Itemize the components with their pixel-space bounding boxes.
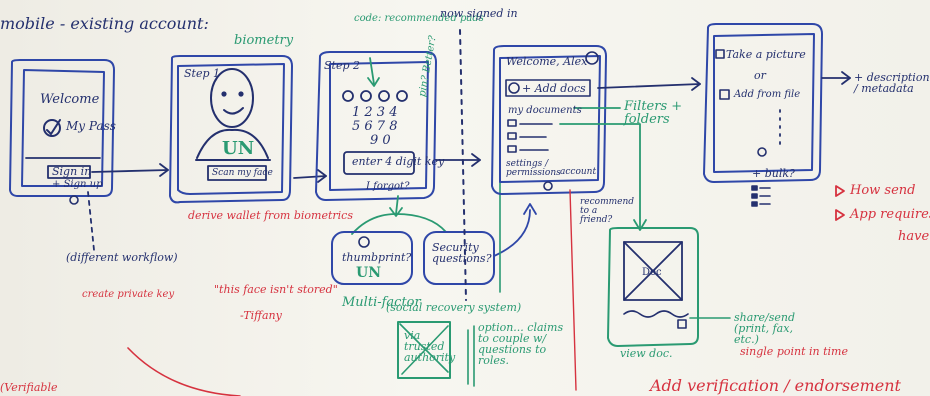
- account-label: account: [560, 167, 597, 177]
- arrow-adddocs-to-picture: [597, 77, 701, 91]
- different-workflow-note: (different workflow): [66, 251, 178, 264]
- arrow-docs-to-viewer: [559, 123, 641, 229]
- social-recovery-label: (social recovery system): [386, 301, 522, 314]
- screen1-signin: Sign in: [52, 165, 92, 178]
- settings-label: settings / permissions: [506, 159, 561, 178]
- add-docs-box: [505, 79, 591, 97]
- option-claims-note: option... claims to couple w/ questions …: [478, 321, 564, 367]
- bottom-left-note: (Verifiable: [0, 381, 58, 394]
- screen1-phone-outline: [9, 59, 115, 197]
- screen1-dashed-line: [87, 191, 95, 251]
- options-bracket: [467, 325, 475, 387]
- picture-checkboxes: [715, 49, 730, 100]
- thumbprint-label: thumbprint?: [342, 251, 412, 264]
- single-point-label: single point in time: [740, 345, 848, 358]
- screen2-phone-outline: [169, 55, 293, 204]
- face-un-label: UN: [222, 138, 255, 159]
- multi-factor-label: Multi-factor: [342, 295, 421, 310]
- take-picture-label: Take a picture: [726, 48, 806, 61]
- code-annotation: code: recommended pads: [354, 13, 484, 24]
- have-note: have: [898, 229, 930, 244]
- thumbprint-icon: [358, 236, 370, 248]
- recommend-friend-note: recommend to a friend?: [580, 197, 635, 225]
- screen1-welcome: Welcome: [40, 92, 100, 107]
- keypad-row-2: 5 6 7 8: [352, 119, 398, 134]
- keypad-row-1: 1 2 3 4: [352, 105, 398, 120]
- forgot-link: I forgot?: [366, 181, 410, 192]
- bulk-list-icon: [751, 185, 771, 207]
- quote-author: -Tiffany: [240, 309, 282, 322]
- via-trusted-cross: [399, 323, 449, 375]
- annotation-arrowhead-code: [367, 77, 380, 87]
- arrow-picture-to-description: [821, 71, 851, 85]
- security-questions-label: Security questions?: [432, 241, 492, 265]
- arrow-signin-to-biometry: [91, 163, 169, 177]
- screen3-phone-outline: [315, 51, 437, 201]
- screen4-phone-outline: [491, 45, 607, 195]
- now-signed-in-label: now signed in: [440, 7, 518, 20]
- add-verification-note: Add verification / endorsement: [650, 376, 901, 395]
- or-label: or: [754, 69, 766, 82]
- doc-wavy-line: [623, 310, 689, 318]
- scan-face-label: Scan my face: [212, 168, 273, 178]
- welcome-alex: Welcome, Alex: [506, 55, 588, 68]
- screen1-brand: My Pass: [66, 119, 116, 133]
- thumbprint-box: [331, 231, 413, 285]
- enter-key-label: enter 4 digit key: [352, 155, 445, 168]
- biometry-annotation: biometry: [234, 33, 294, 48]
- view-doc-label: view doc.: [620, 347, 673, 360]
- share-icon: [677, 319, 687, 329]
- red-curve-bottom: [127, 347, 241, 396]
- screen2-scan-button-box: [207, 165, 267, 181]
- add-docs-label: + Add docs: [522, 82, 586, 95]
- red-vertical-line: [569, 189, 577, 391]
- enter-key-box: [343, 151, 415, 175]
- arrow-step2-to-signedin: [435, 153, 481, 167]
- create-private-key-note: create private key: [82, 289, 175, 300]
- via-trusted-label: via trusted authority: [404, 329, 456, 364]
- security-questions-box: [423, 231, 495, 285]
- arrow-biometry-to-step2: [293, 169, 327, 183]
- screen5-home-button: [757, 147, 767, 157]
- screen2-step: Step 1: [184, 67, 221, 80]
- doc-label: Doc: [642, 267, 662, 278]
- profile-icon: [585, 51, 599, 65]
- my-documents-label: my documents: [508, 105, 582, 116]
- document-list-checkboxes: [507, 119, 553, 153]
- via-trusted-box: [397, 321, 451, 379]
- app-requires-note: App requires: [850, 207, 930, 222]
- branch-arrows-from-forgot: [351, 195, 447, 235]
- description-metadata-label: + description / metadata: [854, 71, 930, 95]
- filters-folders-note: Filters + folders: [624, 99, 683, 127]
- arrowhead-docs-to-viewer: [633, 219, 647, 231]
- doc-preview-box: [623, 241, 683, 301]
- derive-wallet-note: derive wallet from biometrics: [188, 209, 353, 222]
- red-bullet-arrows: [835, 185, 845, 221]
- board-title: mobile - existing account:: [0, 14, 209, 33]
- doc-viewer-phone-outline: [607, 227, 699, 347]
- keypad-row-3: 9 0: [370, 133, 391, 148]
- face-icon: [195, 68, 271, 161]
- arrowhead-questions-to-signedin: [523, 203, 537, 215]
- screen3-step: Step 2: [324, 59, 361, 72]
- screen1-home-button: [69, 195, 79, 205]
- share-send-label: share/send (print, fax, etc.): [734, 311, 796, 346]
- screen5-phone-outline: [703, 23, 823, 183]
- keypad-circle-icons: [342, 90, 408, 102]
- screen4-bottom-icons: [543, 181, 553, 191]
- face-not-stored-quote: "this face isn't stored": [214, 283, 338, 296]
- screen1-signin-box: [25, 157, 101, 179]
- how-send-note: How send: [850, 183, 916, 198]
- screen1-check-icon: [43, 119, 61, 137]
- bulk-label: + bulk?: [752, 167, 795, 180]
- screen1-signup: + Sign up: [52, 179, 103, 190]
- thumbprint-un: UN: [356, 265, 382, 281]
- add-from-file-label: Add from file: [734, 89, 801, 100]
- annotation-arrow-code: [369, 57, 375, 85]
